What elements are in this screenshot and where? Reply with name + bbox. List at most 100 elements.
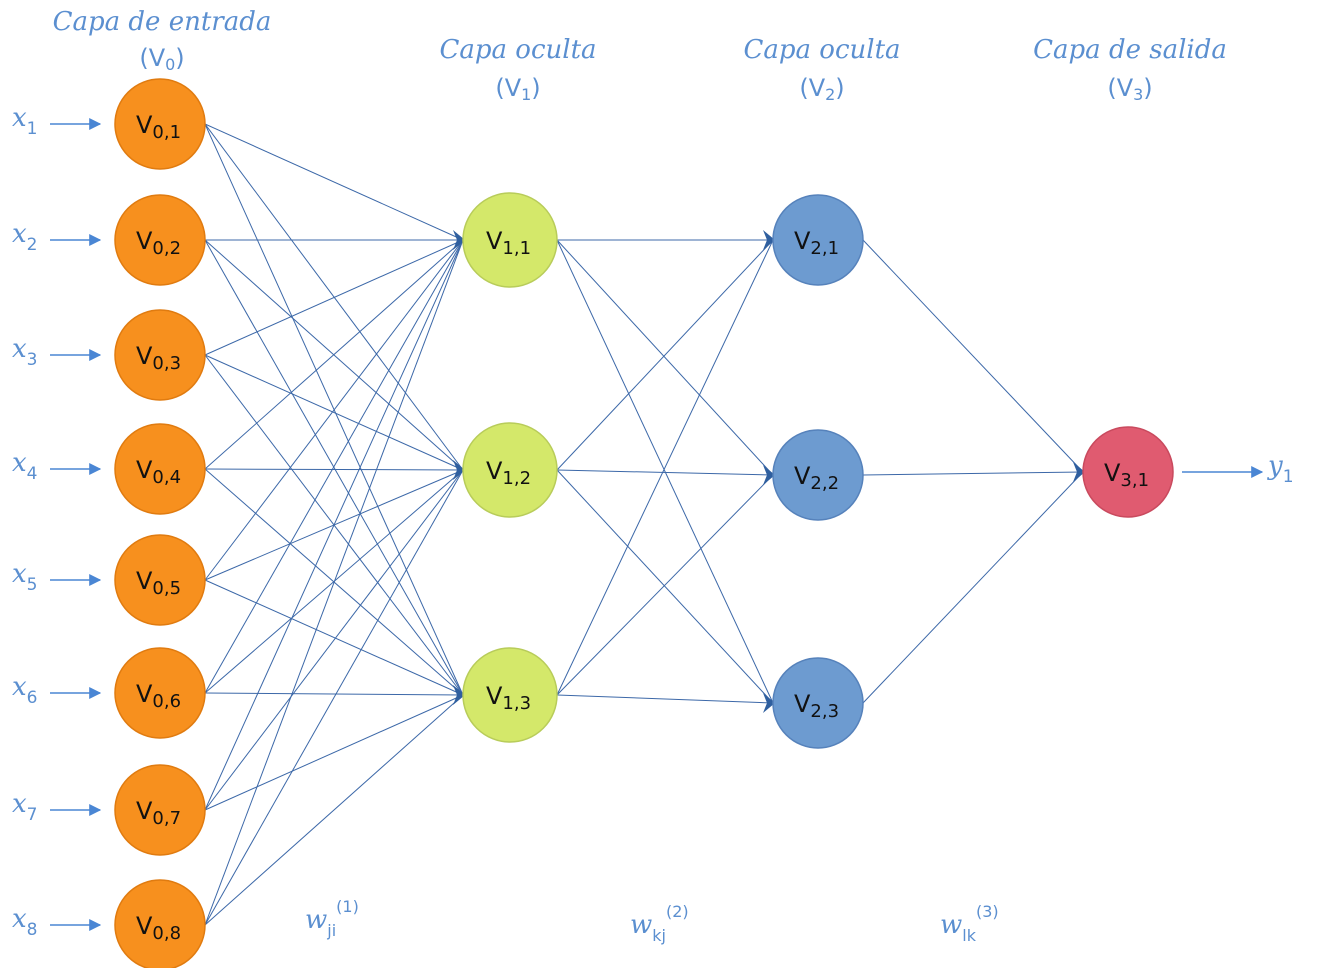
node-index: 2,3 bbox=[810, 701, 839, 722]
node-label: V1,2 bbox=[486, 457, 531, 489]
node-base: V bbox=[136, 567, 153, 595]
node-circle bbox=[772, 194, 864, 286]
node-index: 0,5 bbox=[152, 578, 181, 599]
node-v1-3: V1,3 bbox=[462, 647, 558, 743]
arrowhead-l2-1 bbox=[763, 230, 775, 250]
edge-l1-3-to-1 bbox=[556, 239, 774, 696]
node-base: V bbox=[486, 227, 503, 255]
node-index: 1,1 bbox=[502, 238, 531, 259]
node-base: V bbox=[136, 680, 153, 708]
node-circle bbox=[772, 657, 864, 749]
layer-symbol-1: (V1) bbox=[495, 74, 540, 104]
layer-title-0: Capa de entrada bbox=[53, 7, 272, 37]
node-circle bbox=[114, 879, 206, 968]
weight-label-3: wlk(3) bbox=[940, 902, 999, 945]
node-circle bbox=[1082, 426, 1174, 518]
node-v1-1: V1,1 bbox=[462, 192, 558, 288]
node-v1-2: V1,2 bbox=[462, 422, 558, 518]
node-base: V bbox=[136, 342, 153, 370]
edge-l1-3-to-3 bbox=[556, 694, 774, 704]
arrowhead-l2-3 bbox=[763, 693, 775, 713]
edge-l0-7-to-1 bbox=[204, 239, 464, 811]
node-index: 0,1 bbox=[152, 122, 181, 143]
edge-l0-6-to-1 bbox=[204, 239, 464, 694]
edge-l0-4-to-1 bbox=[204, 239, 464, 470]
node-label: V1,3 bbox=[486, 682, 531, 714]
node-index: 1,3 bbox=[502, 693, 531, 714]
node-label: V2,1 bbox=[794, 227, 839, 259]
node-label: V0,3 bbox=[136, 342, 181, 374]
edge-l2-3-to-1 bbox=[862, 471, 1084, 704]
edge-arrowheads bbox=[453, 230, 1085, 713]
node-index: 2,2 bbox=[810, 473, 839, 494]
node-label: V0,8 bbox=[136, 912, 181, 944]
edge-l1-1-to-3 bbox=[556, 239, 774, 704]
node-label: V3,1 bbox=[1104, 459, 1149, 491]
node-base: V bbox=[136, 111, 153, 139]
edge-l0-8-to-2 bbox=[204, 469, 464, 926]
edge-l0-4-to-2 bbox=[204, 468, 464, 471]
node-v0-3: V0,3 bbox=[114, 309, 206, 401]
node-label: V0,1 bbox=[136, 111, 181, 143]
edge-l1-2-to-3 bbox=[556, 469, 774, 704]
input-label-4: x4 bbox=[12, 448, 38, 484]
edge-l0-8-to-3 bbox=[204, 694, 464, 926]
node-label: V0,2 bbox=[136, 227, 181, 259]
edge-l1-2-to-2 bbox=[556, 469, 774, 476]
weight-label-2: wkj(2) bbox=[630, 902, 689, 945]
edge-l0-1-to-1 bbox=[204, 123, 464, 241]
edge-l1-2-to-1 bbox=[556, 239, 774, 471]
edge-l1-1-to-2 bbox=[556, 239, 774, 476]
node-v2-1: V2,1 bbox=[772, 194, 864, 286]
node-index: 0,8 bbox=[152, 923, 181, 944]
node-circle bbox=[114, 194, 206, 286]
node-index: 1,2 bbox=[502, 468, 531, 489]
node-circle bbox=[772, 429, 864, 521]
input-label-6: x6 bbox=[12, 672, 38, 708]
node-circle bbox=[114, 764, 206, 856]
output-label: y1 bbox=[1267, 451, 1294, 487]
layer-symbol-0: (V0) bbox=[139, 44, 184, 74]
weight-label-1: wji(1) bbox=[305, 897, 359, 940]
node-v3-1: V3,1 bbox=[1082, 426, 1174, 518]
arrowhead-l1-1 bbox=[453, 230, 465, 250]
node-circle bbox=[114, 647, 206, 739]
edge-l0-7-to-2 bbox=[204, 469, 464, 811]
input-label-2: x2 bbox=[12, 219, 38, 255]
node-base: V bbox=[1104, 459, 1121, 487]
node-circle bbox=[114, 534, 206, 626]
edge-l0-3-to-2 bbox=[204, 354, 464, 471]
node-v2-2: V2,2 bbox=[772, 429, 864, 521]
node-v0-7: V0,7 bbox=[114, 764, 206, 856]
weight-labels: wji(1) wkj(2) wlk(3) bbox=[305, 897, 999, 945]
node-base: V bbox=[136, 912, 153, 940]
node-label: V0,7 bbox=[136, 797, 181, 829]
node-index: 0,2 bbox=[152, 238, 181, 259]
layer-symbol-3: (V3) bbox=[1107, 74, 1152, 104]
node-v0-5: V0,5 bbox=[114, 534, 206, 626]
node-label: V0,6 bbox=[136, 680, 181, 712]
edge-l1-3-to-2 bbox=[556, 474, 774, 696]
node-base: V bbox=[794, 690, 811, 718]
node-v0-6: V0,6 bbox=[114, 647, 206, 739]
arrowhead-l3-1 bbox=[1073, 462, 1085, 482]
node-circle bbox=[462, 422, 558, 518]
node-base: V bbox=[136, 227, 153, 255]
node-label: V1,1 bbox=[486, 227, 531, 259]
node-index: 2,1 bbox=[810, 238, 839, 259]
layer-symbol-2: (V2) bbox=[799, 74, 844, 104]
arrowhead-l1-2 bbox=[453, 460, 465, 480]
node-label: V0,5 bbox=[136, 567, 181, 599]
node-v0-8: V0,8 bbox=[114, 879, 206, 968]
node-base: V bbox=[794, 462, 811, 490]
node-index: 0,6 bbox=[152, 691, 181, 712]
node-circle bbox=[462, 192, 558, 288]
node-circle bbox=[114, 78, 206, 170]
input-label-1: x1 bbox=[12, 103, 38, 139]
input-label-8: x8 bbox=[12, 904, 38, 940]
node-base: V bbox=[794, 227, 811, 255]
node-index: 3,1 bbox=[1120, 470, 1149, 491]
node-index: 0,4 bbox=[152, 467, 181, 488]
node-circle bbox=[462, 647, 558, 743]
